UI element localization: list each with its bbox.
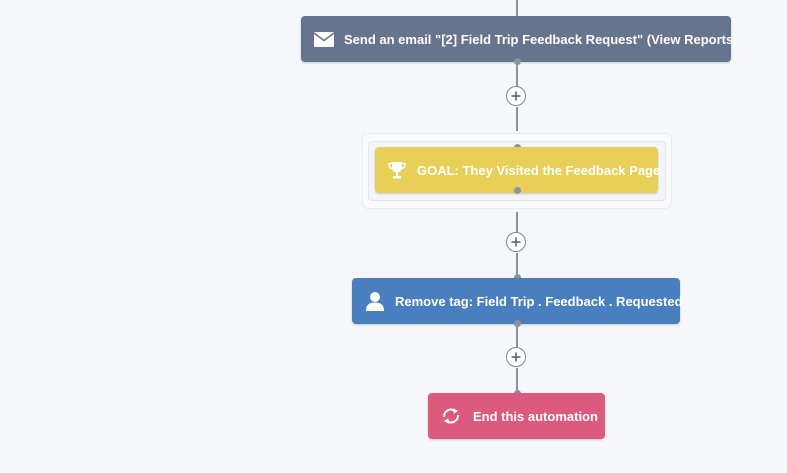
- add-step-button[interactable]: [506, 86, 526, 106]
- plus-icon: [511, 91, 521, 101]
- connector-dot: [513, 274, 521, 281]
- send-email-label: Send an email "[2] Field Trip Feedback R…: [344, 31, 738, 47]
- send-email-step[interactable]: Send an email "[2] Field Trip Feedback R…: [301, 16, 738, 62]
- connector-line: [516, 212, 518, 232]
- remove-tag-label: Remove tag: Field Trip . Feedback . Requ…: [395, 293, 683, 309]
- connector-line: [516, 62, 518, 86]
- user-icon: [365, 291, 385, 311]
- end-automation-step[interactable]: End this automation: [428, 393, 605, 439]
- connector-line: [516, 368, 518, 393]
- plus-icon: [511, 237, 521, 247]
- goal-label: GOAL: They Visited the Feedback Page: [417, 162, 661, 178]
- trophy-icon: [387, 161, 407, 179]
- plus-icon: [511, 352, 521, 362]
- connector-dot: [513, 320, 521, 327]
- add-step-button[interactable]: [506, 347, 526, 367]
- connector-dot: [513, 187, 521, 194]
- goal-step[interactable]: GOAL: They Visited the Feedback Page: [375, 147, 661, 193]
- connector-dot: [513, 58, 521, 65]
- connector-line: [516, 107, 518, 131]
- refresh-icon: [440, 407, 462, 425]
- remove-tag-step[interactable]: Remove tag: Field Trip . Feedback . Requ…: [352, 278, 683, 324]
- envelope-icon: [314, 31, 334, 47]
- connector-line: [516, 0, 518, 16]
- end-automation-label: End this automation: [473, 408, 598, 424]
- connector-line: [516, 253, 518, 278]
- add-step-button[interactable]: [506, 232, 526, 252]
- connector-line: [516, 324, 518, 347]
